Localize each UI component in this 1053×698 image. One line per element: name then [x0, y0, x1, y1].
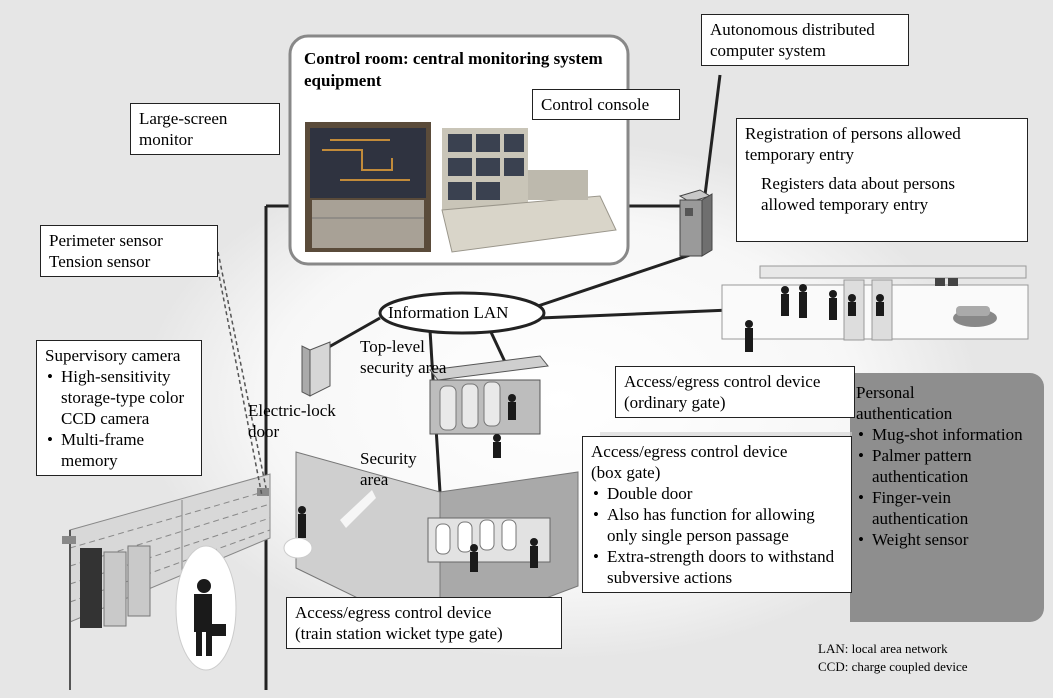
- callout-line: temporary entry: [745, 145, 855, 164]
- callout-line: Access/egress control device: [295, 603, 492, 622]
- large-screen-monitor-image: [305, 122, 431, 252]
- camera-feature-item: High-sensitivity storage-type color CCD …: [45, 366, 193, 429]
- box-gate-feature-item: Double door: [591, 483, 843, 504]
- information-lan-node: [378, 291, 546, 335]
- callout-line: (train station wicket type gate): [295, 624, 503, 643]
- label-line: area: [360, 470, 389, 489]
- callout-line: Control console: [541, 95, 650, 114]
- label-line: Electric-lock: [248, 401, 336, 420]
- perimeter-fence: [62, 473, 271, 690]
- label-line: door: [248, 422, 280, 441]
- callout-line: Autonomous distributed: [710, 20, 875, 39]
- auth-method-item: Mug-shot information: [856, 424, 1042, 445]
- box-gate-callout: Access/egress control device (box gate) …: [582, 436, 852, 593]
- computer-cabinet: [678, 189, 713, 257]
- top-level-security-gate: [429, 355, 549, 458]
- callout-line: (ordinary gate): [624, 393, 726, 412]
- auth-method-item: Finger-vein authentication: [856, 487, 1042, 529]
- callout-line: monitor: [139, 130, 193, 149]
- security-area-label: Security area: [360, 448, 417, 490]
- perimeter-sensor-callout: Perimeter sensor Tension sensor: [40, 225, 218, 277]
- control-console-image: [441, 128, 617, 253]
- callout-title: Supervisory camera: [45, 346, 181, 365]
- ordinary-gate-building: [721, 265, 1029, 352]
- auth-method-item: Weight sensor: [856, 529, 1042, 550]
- camera-feature-item: Multi-frame memory: [45, 429, 193, 471]
- callout-line: Access/egress control device: [624, 372, 821, 391]
- label-line: security area: [360, 358, 447, 377]
- callout-line: computer system: [710, 41, 826, 60]
- control-console-callout: Control console: [532, 89, 680, 120]
- callout-line: Access/egress control device: [591, 442, 788, 461]
- large-screen-monitor-callout: Large-screen monitor: [130, 103, 280, 155]
- callout-line: (box gate): [591, 463, 661, 482]
- train-gate-callout: Access/egress control device (train stat…: [286, 597, 562, 649]
- supervisory-camera-callout: Supervisory camera High-sensitivity stor…: [36, 340, 202, 476]
- callout-line: Large-screen: [139, 109, 228, 128]
- electric-lock-door-label: Electric-lock door: [248, 400, 336, 442]
- callout-line: Perimeter sensor: [49, 231, 163, 250]
- box-gate-feature-item: Extra-strength doors to withstand subver…: [591, 546, 843, 588]
- top-level-area-label: Top-level security area: [360, 336, 446, 378]
- auth-method-item: Palmer pattern authentication: [856, 445, 1042, 487]
- panel-title-line: Personal: [856, 383, 915, 402]
- control-room-title: Control room: central monitoring system …: [304, 49, 603, 90]
- label-line: Top-level: [360, 337, 425, 356]
- registers-description: Registers data about persons allowed tem…: [745, 173, 1019, 215]
- network-lines: [264, 74, 731, 690]
- personal-authentication-text: Personal authentication Mug-shot informa…: [856, 382, 1036, 550]
- security-area-wall: [283, 451, 579, 639]
- note-line: LAN: local area network: [818, 641, 948, 656]
- autonomous-system-callout: Autonomous distributed computer system: [701, 14, 909, 66]
- registration-callout: Registration of persons allowed temporar…: [736, 118, 1028, 242]
- label-line: Security: [360, 449, 417, 468]
- abbreviation-notes: LAN: local area network CCD: charge coup…: [818, 640, 968, 676]
- callout-line: Registration of persons allowed: [745, 124, 961, 143]
- note-line: CCD: charge coupled device: [818, 659, 968, 674]
- electric-lock-door: [301, 341, 331, 397]
- panel-title-line: authentication: [856, 404, 953, 423]
- information-lan-label: Information LAN: [388, 303, 509, 322]
- callout-line: allowed temporary entry: [761, 195, 929, 214]
- callout-line: Tension sensor: [49, 252, 151, 271]
- box-gate-feature-item: Also has function for allowing only sing…: [591, 504, 843, 546]
- callout-line: Registers data about persons: [761, 174, 956, 193]
- ordinary-gate-callout: Access/egress control device (ordinary g…: [615, 366, 855, 418]
